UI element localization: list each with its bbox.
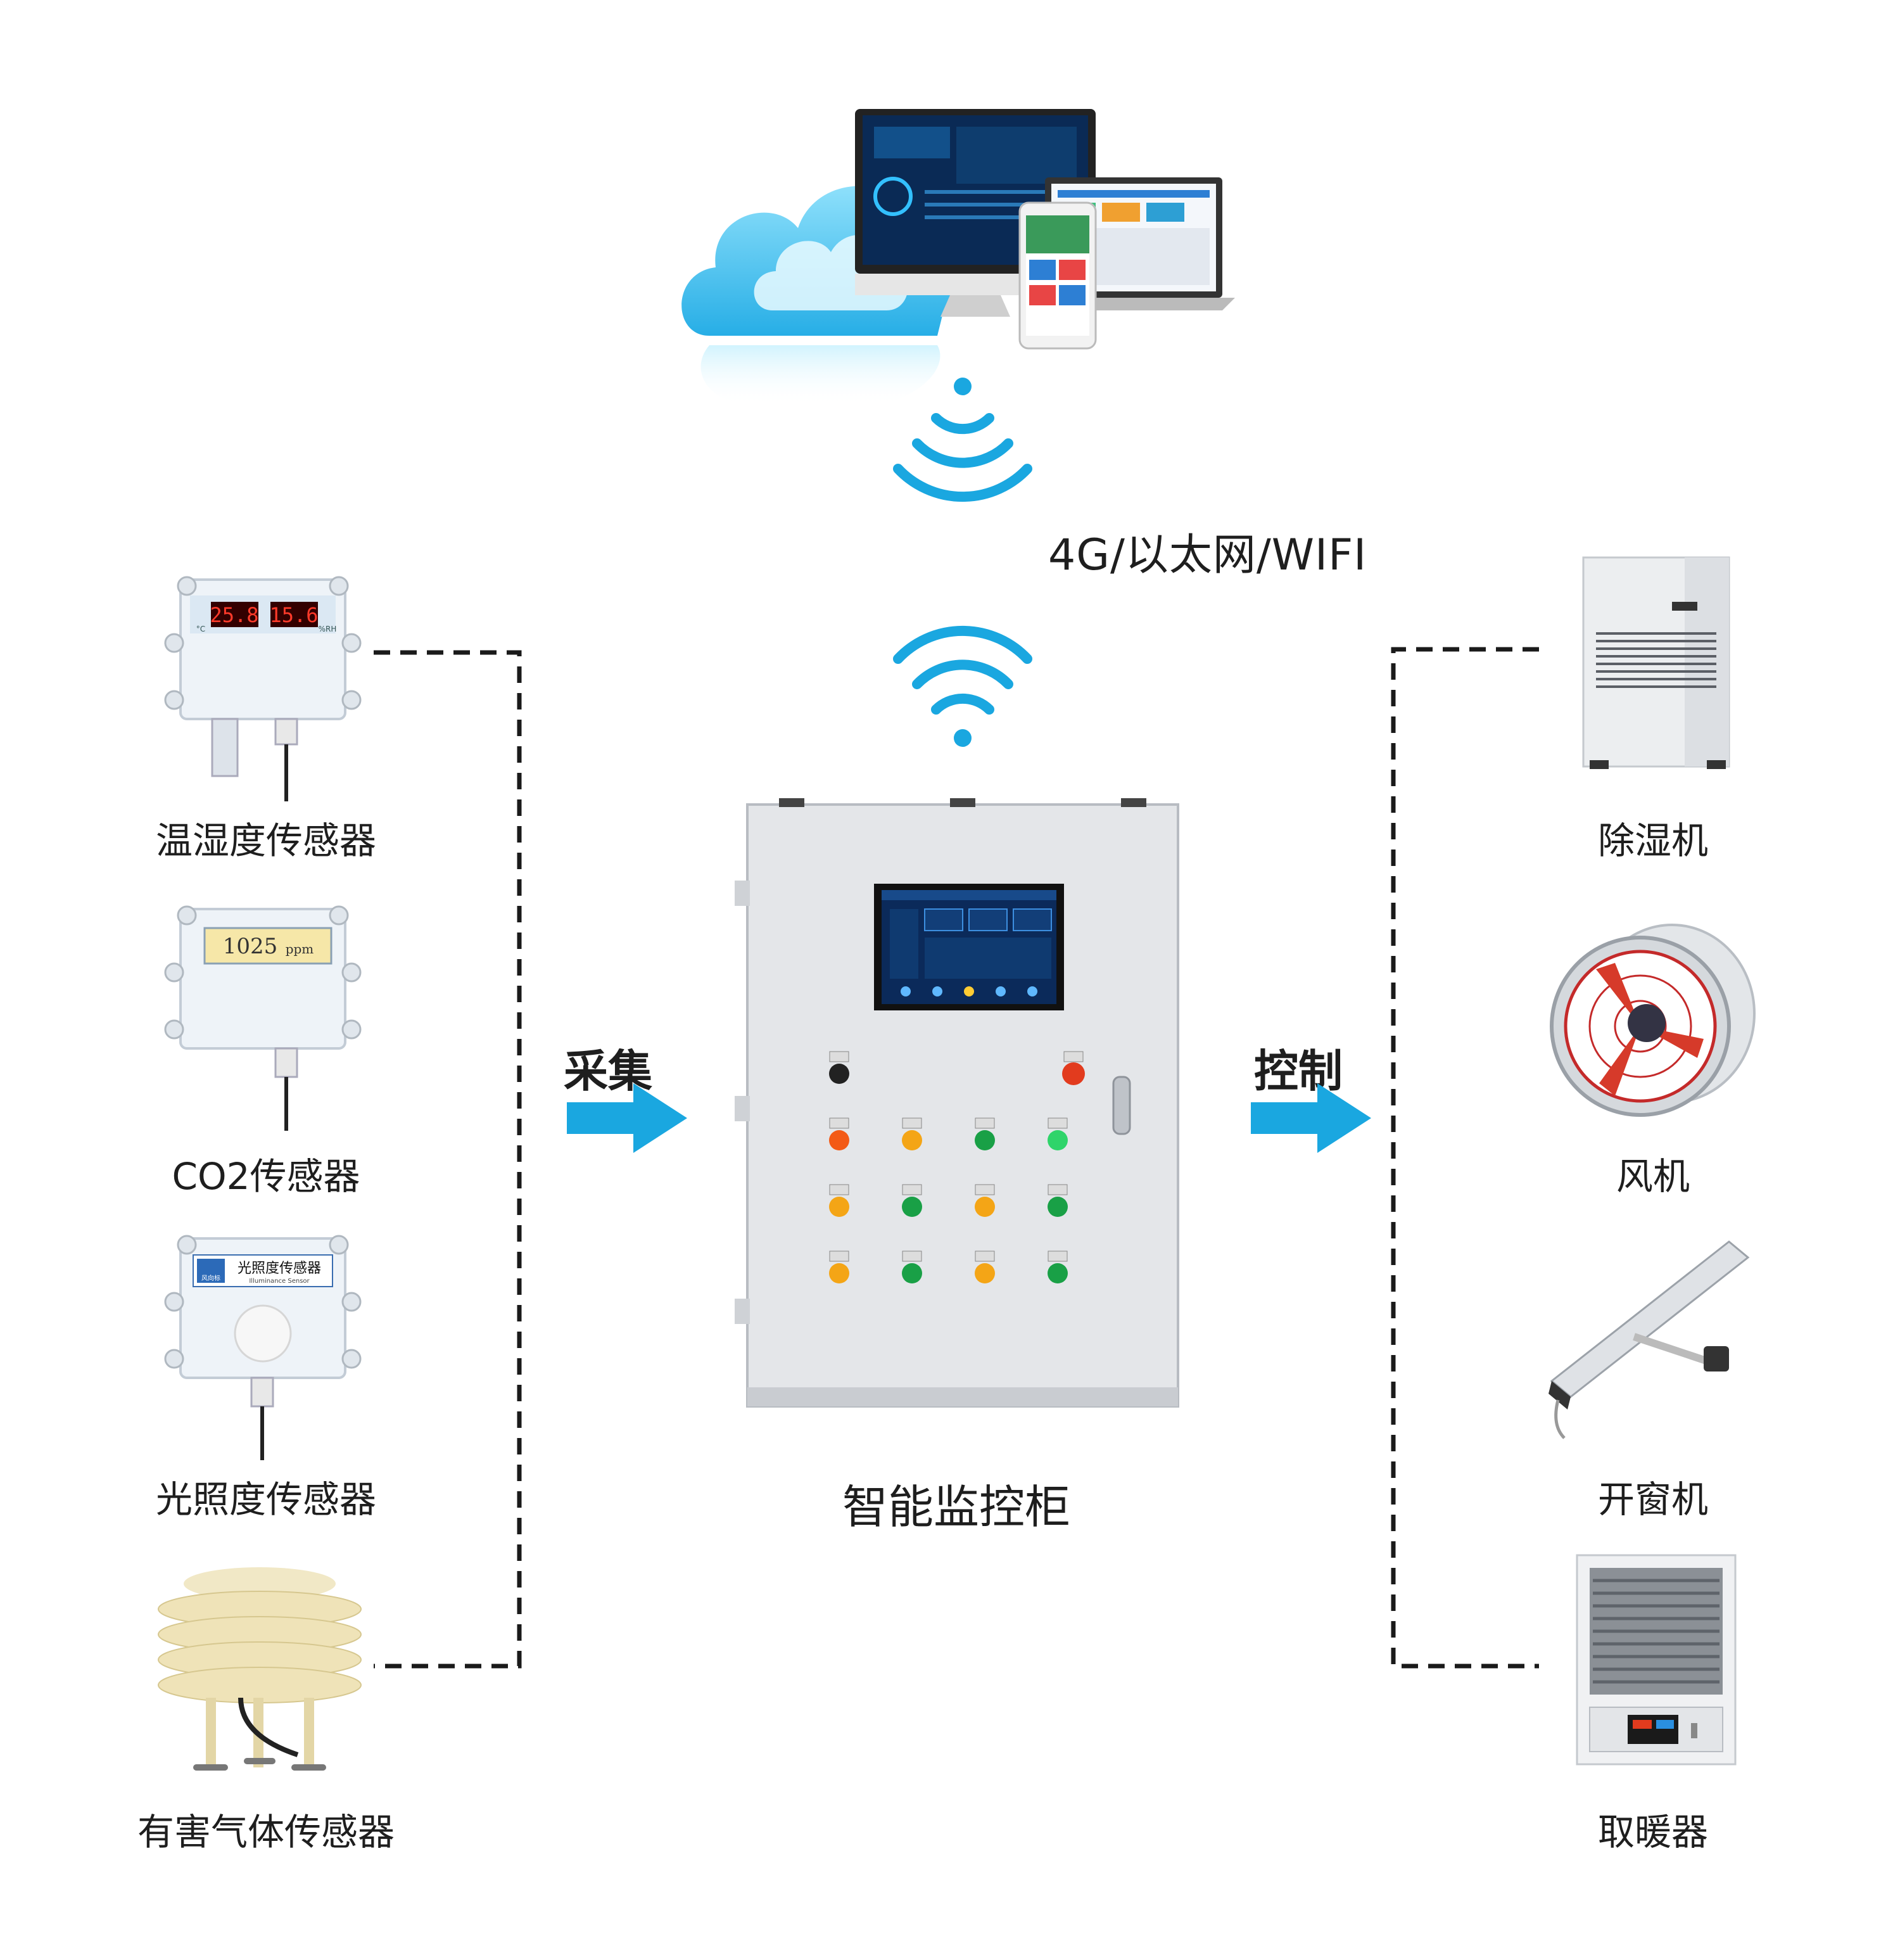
sensor-label-co2: CO2传感器 — [172, 1155, 360, 1198]
sensor-label-harmful-gas: 有害气体传感器 — [137, 1810, 395, 1854]
svg-text:光照度传感器: 光照度传感器 — [238, 1261, 321, 1276]
cabinet-label: 智能监控柜 — [842, 1480, 1070, 1534]
sensor-label-temp-humidity: 温湿度传感器 — [155, 819, 376, 862]
cloud-platform — [665, 101, 1235, 456]
svg-text:%RH: %RH — [319, 625, 337, 633]
collect-arrow-icon — [567, 1083, 687, 1153]
control-label: 控制 — [1254, 1045, 1343, 1097]
actuator-label-fan: 风机 — [1616, 1155, 1690, 1198]
svg-text:ppm: ppm — [286, 941, 314, 957]
exhaust-fan — [1545, 919, 1761, 1134]
emergency-stop-button — [1062, 1051, 1085, 1085]
co2-reading: 1025 — [223, 934, 278, 959]
selector-knob — [829, 1051, 849, 1084]
co2-sensor: 1025 ppm — [162, 903, 364, 1131]
window-opener — [1539, 1229, 1767, 1444]
actuator-bus-line — [1381, 643, 1545, 1672]
svg-text:°C: °C — [196, 625, 205, 633]
wifi-signal-down-icon — [887, 374, 1039, 513]
mobile-phone-icon — [1018, 201, 1097, 350]
actuator-label-heater: 取暖器 — [1597, 1810, 1708, 1854]
svg-text:风向标: 风向标 — [201, 1274, 220, 1282]
illuminance-sensor: 风向标 光照度传感器 Illuminance Sensor — [162, 1232, 364, 1460]
actuator-label-dehumidifier: 除湿机 — [1597, 819, 1708, 862]
control-cabinet — [735, 798, 1191, 1419]
actuator-label-window-opener: 开窗机 — [1597, 1478, 1708, 1521]
svg-text:Illuminance Sensor: Illuminance Sensor — [249, 1278, 310, 1285]
control-arrow-icon — [1251, 1083, 1371, 1153]
sensor-label-illuminance: 光照度传感器 — [155, 1478, 376, 1521]
temperature-humidity-sensor: 25.8 15.6 °C %RH — [162, 573, 364, 801]
hum-reading: 15.6 — [269, 603, 318, 627]
network-label: 4G/以太网/WIFI — [1048, 530, 1367, 580]
touch-screen-display — [874, 884, 1064, 1010]
indicator-lights — [829, 1117, 1068, 1283]
heater — [1564, 1549, 1754, 1777]
harmful-gas-sensor — [146, 1565, 374, 1793]
wifi-signal-up-icon — [887, 608, 1039, 754]
sensor-bus-line — [367, 646, 532, 1672]
dehumidifier — [1564, 551, 1742, 779]
temp-reading: 25.8 — [210, 603, 258, 627]
